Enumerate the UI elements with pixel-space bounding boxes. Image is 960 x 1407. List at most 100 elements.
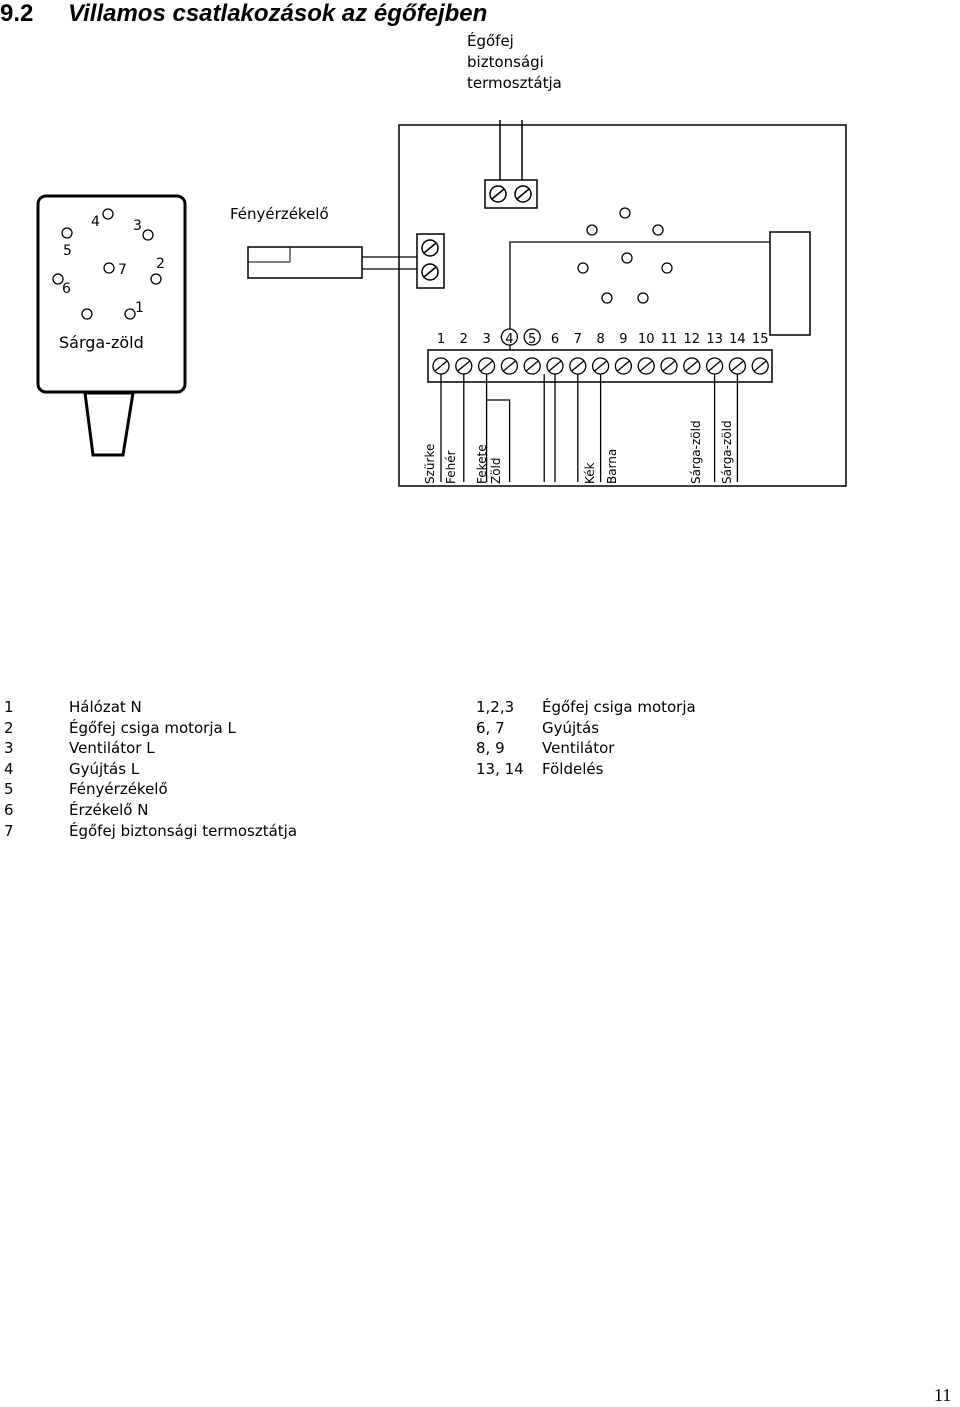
terminal-number: 9 xyxy=(619,332,627,347)
legend-right: 1,2,3 Égőfej csiga motorja 6, 7 Gyújtás 8,… xyxy=(476,697,696,779)
legend-text: Ventilátor xyxy=(542,739,615,758)
legend-text: Égőfej biztonsági termosztátja xyxy=(69,821,298,840)
legend-item: 4 Gyújtás L xyxy=(4,759,297,780)
plug-pin: 6 xyxy=(52,273,71,297)
wire-label: Sárga-zöld xyxy=(720,420,734,484)
relay xyxy=(769,231,811,336)
thermostat-label-line: biztonsági xyxy=(467,53,544,71)
plug-pin-number: 6 xyxy=(62,281,71,297)
screw-icon xyxy=(705,357,724,375)
plug-pin-number: 7 xyxy=(118,262,127,278)
plug-pin: 3 xyxy=(133,218,154,241)
wire-label: Szürke xyxy=(423,444,437,484)
screw-icon xyxy=(489,185,507,203)
sensor-label: Fényérzékelő xyxy=(230,205,329,223)
legend-text: Égőfej csiga motorja xyxy=(542,698,696,716)
plug-pin-number: 2 xyxy=(156,256,165,272)
section-number: 9.2 xyxy=(0,0,34,27)
terminal-number: 3 xyxy=(482,332,490,347)
legend-code: 7 xyxy=(4,821,14,840)
section-title: Villamos csatlakozások az égőfejben xyxy=(68,0,488,27)
legend-text: Ventilátor L xyxy=(69,739,155,758)
legend-item: 2 Égőfej csiga motorja L xyxy=(4,718,297,739)
thermostat-label-line: termosztátja xyxy=(467,74,562,92)
plug-pin: 5 xyxy=(61,227,73,259)
legend-item: 3 Ventilátor L xyxy=(4,738,297,759)
wire-label: Fekete xyxy=(475,444,489,484)
legend-code: 4 xyxy=(4,759,14,778)
terminal-number: 12 xyxy=(684,332,701,347)
screw-icon xyxy=(421,239,439,257)
terminal-number: 4 xyxy=(505,332,513,347)
screw-icon xyxy=(591,357,610,375)
plug-pin: 7 xyxy=(103,262,127,278)
terminal-number: 15 xyxy=(752,332,769,347)
plug-connector xyxy=(36,194,187,394)
screw-icon xyxy=(455,357,473,375)
thermostat-label: Égőfej biztonsági termosztátja xyxy=(467,31,562,94)
plug-pin: 4 xyxy=(91,208,114,230)
screw-icon xyxy=(614,357,633,375)
legend-item: 6, 7 Gyújtás xyxy=(476,718,696,739)
plug-pin-number: 5 xyxy=(63,243,72,259)
plug-pin-number: 1 xyxy=(135,300,144,316)
screw-icon xyxy=(523,357,541,375)
terminal-number: 7 xyxy=(574,332,582,347)
terminal-number: 11 xyxy=(661,332,678,347)
legend-code: 1,2,3 xyxy=(476,698,515,716)
terminal-number: 2 xyxy=(460,332,468,347)
plug-cable-boot xyxy=(83,391,135,457)
screw-icon xyxy=(683,357,701,375)
screw-icon xyxy=(421,263,439,281)
wire xyxy=(486,399,511,482)
plug-pin-number: 3 xyxy=(133,218,142,234)
legend-text: Égőfej csiga motorja L xyxy=(69,718,236,737)
screw-icon xyxy=(432,357,450,375)
wire-label: Sárga-zöld xyxy=(689,420,703,484)
legend-text: Gyújtás xyxy=(542,718,600,737)
wire-label: Fehér xyxy=(444,450,458,484)
terminal-number: 6 xyxy=(551,332,559,347)
legend-code: 3 xyxy=(4,739,14,758)
legend-code: 8, 9 xyxy=(476,739,505,758)
terminal-number: 8 xyxy=(596,332,604,347)
terminal-number: 5 xyxy=(528,332,536,347)
screw-icon xyxy=(569,357,587,375)
thermostat-label-line: Égőfej xyxy=(467,32,514,50)
plug-pin-number: 4 xyxy=(91,214,100,230)
screw-icon xyxy=(728,357,747,375)
legend-text: Földelés xyxy=(542,759,604,778)
legend-code: 6 xyxy=(4,800,14,819)
wire-label: Barna xyxy=(605,449,619,484)
screw-icon xyxy=(546,357,564,375)
plug-pin: 1 xyxy=(124,300,144,320)
legend-item: 1,2,3 Égőfej csiga motorja xyxy=(476,697,696,718)
legend-text: Fényérzékelő xyxy=(69,780,168,799)
legend-code: 13, 14 xyxy=(476,759,524,778)
page-number: 11 xyxy=(934,1385,952,1405)
terminal-number: 10 xyxy=(638,332,655,347)
wire-label: Zöld xyxy=(489,457,503,484)
plug-pin xyxy=(81,308,93,320)
legend-code: 2 xyxy=(4,718,14,737)
screw-icon xyxy=(637,357,655,375)
legend-item: 8, 9 Ventilátor xyxy=(476,738,696,759)
socket-frame xyxy=(509,241,770,352)
legend-item: 7 Égőfej biztonsági termosztátja xyxy=(4,821,297,842)
terminal-number-circle xyxy=(523,328,541,346)
terminal-number: 14 xyxy=(729,332,746,347)
screw-icon xyxy=(477,357,496,375)
legend-code: 6, 7 xyxy=(476,718,505,737)
control-board xyxy=(398,124,847,487)
legend-text: Gyújtás L xyxy=(69,759,140,778)
plug-label: Sárga-zöld xyxy=(59,333,144,352)
screw-icon xyxy=(514,185,532,203)
terminal-number-circle xyxy=(500,328,519,346)
screw-icon xyxy=(500,357,519,375)
terminal-number: 1 xyxy=(437,332,445,347)
